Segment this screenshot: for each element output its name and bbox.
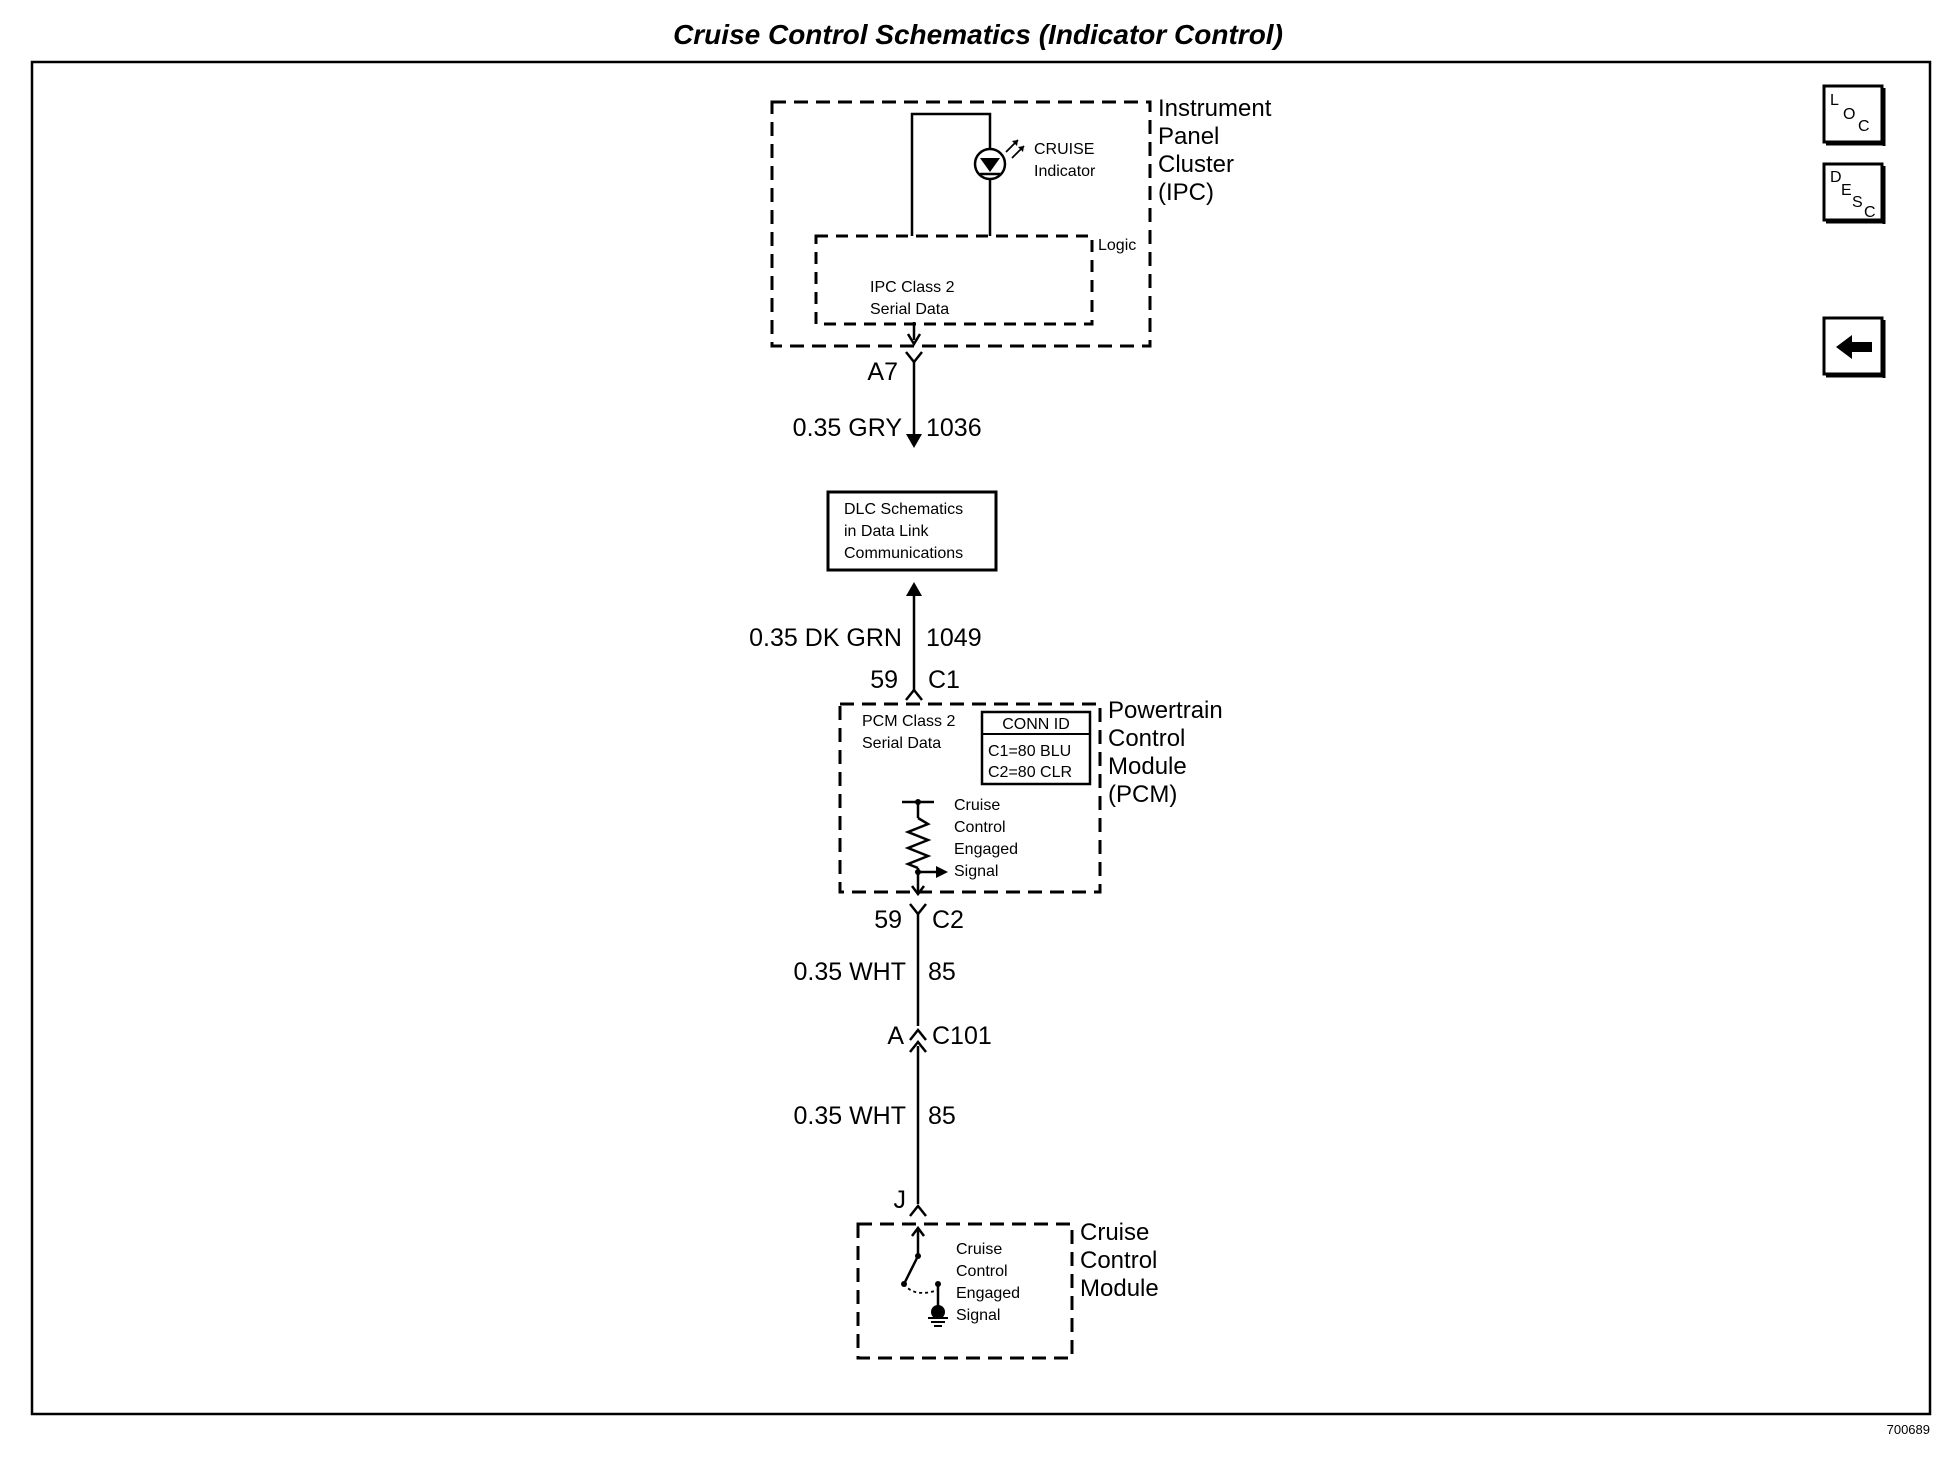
desc-d: D [1830, 169, 1842, 186]
ccm-name-line-1: Cruise [1080, 1219, 1149, 1246]
loc-c: C [1858, 118, 1870, 135]
desc-s: S [1852, 194, 1863, 211]
inline-pin-a: A [887, 1022, 904, 1050]
back-arrow-icon [1836, 335, 1872, 359]
pcm-c1-conn: C1 [928, 666, 960, 694]
ipc-serial-line-1: IPC Class 2 [870, 279, 955, 296]
pcm-name-line-2: Control [1108, 725, 1185, 752]
ipc-serial-line-2: Serial Data [870, 301, 949, 318]
pcm-name-line-4: (PCM) [1108, 781, 1177, 808]
pcm-serial-line-2: Serial Data [862, 735, 941, 752]
inline-conn-c101: C101 [932, 1022, 992, 1050]
ccm-signal-line-2: Control [956, 1263, 1008, 1280]
ccm-signal-line-3: Engaged [956, 1285, 1020, 1302]
conn-id-row-1: C1=80 BLU [988, 743, 1071, 760]
wire-dkgrn-label: 0.35 DK GRN [749, 624, 902, 652]
wire-gry-label: 0.35 GRY [793, 414, 903, 442]
ccm-boundary [856, 1222, 1074, 1360]
pcm-name-line-3: Module [1108, 753, 1187, 780]
loc-o: O [1843, 106, 1855, 123]
wire-wht2-label: 0.35 WHT [793, 1102, 906, 1130]
ipc-terminal-a7: A7 [867, 358, 898, 386]
wire-wht2-circuit: 85 [928, 1102, 956, 1130]
pcm-c1-pin: 59 [870, 666, 898, 694]
pcm-signal-line-4: Signal [954, 863, 998, 880]
dlc-line-2: in Data Link [844, 523, 929, 540]
pcm-signal-line-3: Engaged [954, 841, 1018, 858]
ccm-terminal-j: J [894, 1186, 907, 1214]
ipc-logic-boundary [814, 234, 1094, 326]
ccm-signal-line-4: Signal [956, 1307, 1000, 1324]
ccm-name-line-3: Module [1080, 1275, 1159, 1302]
wire-dkgrn-circuit: 1049 [926, 624, 982, 652]
led-indicator-icon [973, 139, 1025, 181]
ipc-name-line-1: Instrument [1158, 95, 1272, 122]
desc-button[interactable]: D E S C [1822, 162, 1886, 224]
back-button[interactable] [1822, 316, 1886, 378]
wire-wht1-label: 0.35 WHT [793, 958, 906, 986]
dlc-reference-box[interactable] [826, 490, 998, 572]
figure-id: 700689 [1887, 1422, 1930, 1437]
loc-button[interactable]: L O C [1822, 84, 1886, 146]
diagram-frame [30, 60, 1932, 1416]
desc-c: C [1864, 204, 1876, 221]
pcm-boundary [838, 702, 1102, 894]
ipc-name-line-2: Panel [1158, 123, 1219, 150]
pcm-c2-pin: 59 [874, 906, 902, 934]
pcm-serial-line-1: PCM Class 2 [862, 713, 955, 730]
connector-c1-icon [905, 687, 923, 701]
loc-l: L [1830, 92, 1839, 109]
ccm-signal-line-1: Cruise [956, 1241, 1002, 1258]
ipc-name-line-4: (IPC) [1158, 179, 1214, 206]
wire-wht1-circuit: 85 [928, 958, 956, 986]
dlc-line-1: DLC Schematics [844, 501, 963, 518]
switch-to-ground-icon [901, 1225, 948, 1327]
pcm-signal-line-1: Cruise [954, 797, 1000, 814]
page-title: Cruise Control Schematics (Indicator Con… [673, 19, 1283, 50]
ipc-boundary [770, 100, 1152, 348]
cruise-indicator-label-1: CRUISE [1034, 141, 1094, 158]
cruise-indicator-label-2: Indicator [1034, 163, 1096, 180]
ipc-name-line-3: Cluster [1158, 151, 1234, 178]
conn-id-title: CONN ID [1002, 716, 1070, 733]
pcm-name-line-1: Powertrain [1108, 697, 1223, 724]
conn-id-box [980, 710, 1092, 786]
dlc-line-3: Communications [844, 545, 963, 562]
ccm-name-line-2: Control [1080, 1247, 1157, 1274]
pull-up-resistor-icon [902, 799, 948, 897]
connector-c101-icon [909, 1027, 927, 1053]
conn-id-row-2: C2=80 CLR [988, 764, 1072, 781]
ipc-logic-label: Logic [1098, 237, 1136, 254]
pcm-signal-line-2: Control [954, 819, 1006, 836]
pcm-c2-conn: C2 [932, 906, 964, 934]
connector-j-icon [909, 1203, 927, 1217]
desc-e: E [1841, 182, 1852, 199]
wire-gry-circuit: 1036 [926, 414, 982, 442]
